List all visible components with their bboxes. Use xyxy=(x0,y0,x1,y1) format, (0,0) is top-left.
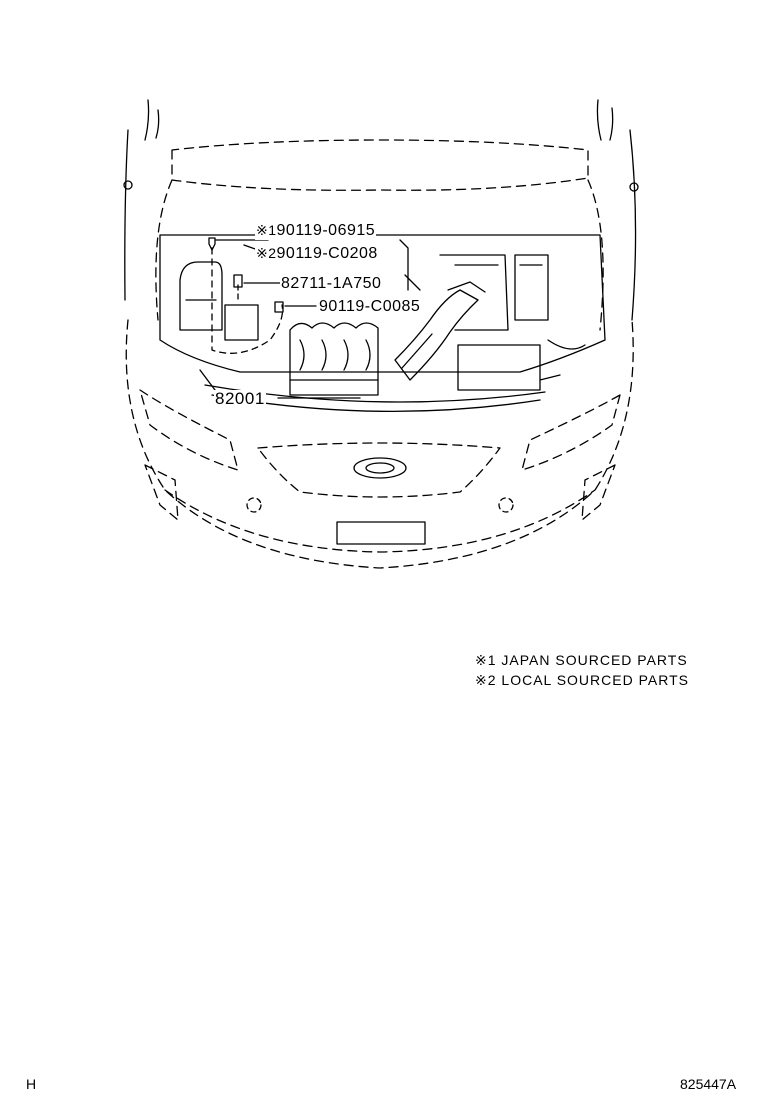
right-component xyxy=(514,254,549,321)
clip-icon xyxy=(274,301,284,313)
bolt-icon xyxy=(208,237,216,251)
right-fog-lamp xyxy=(581,464,616,521)
hood-edge-right xyxy=(587,179,604,331)
license-plate xyxy=(336,521,426,545)
callout-mark: ※2 xyxy=(256,245,277,261)
upper-grille xyxy=(257,442,501,498)
hood-outline xyxy=(171,139,589,191)
air-cleaner-box xyxy=(439,254,509,331)
air-intake-hose xyxy=(394,289,479,381)
callout-90119-06915: ※190119-06915 xyxy=(255,221,377,240)
intake-manifold xyxy=(289,322,379,396)
relay-box xyxy=(224,304,259,341)
right-headlamp xyxy=(521,394,621,471)
bumper-lower xyxy=(164,489,596,553)
left-mirror-mark xyxy=(123,180,133,190)
front-bumper xyxy=(125,319,634,569)
callout-90119-C0208: ※290119-C0208 xyxy=(255,244,379,263)
part-number: 90119-C0208 xyxy=(276,245,378,262)
hood-edge-left xyxy=(155,179,173,321)
note-local-sourced: ※2 LOCAL SOURCED PARTS xyxy=(475,672,689,688)
engine-bay-illustration xyxy=(123,99,639,569)
left-pillar-line-2 xyxy=(155,109,160,139)
engine-bay-rim xyxy=(159,234,606,373)
note-japan-sourced: ※1 JAPAN SOURCED PARTS xyxy=(475,652,688,668)
right-fender-outline xyxy=(629,129,637,321)
left-pillar-line xyxy=(144,99,150,141)
left-fender-outline xyxy=(124,129,129,301)
part-number: 90119-06915 xyxy=(276,222,376,239)
part-number: 82711-1A750 xyxy=(281,275,382,292)
illustration-code: 825447A xyxy=(680,1076,737,1092)
callout-90119-C0085: 90119-C0085 xyxy=(318,298,422,316)
part-number: 90119-C0085 xyxy=(319,298,421,315)
callout-82001: 82001 xyxy=(214,390,266,408)
right-pillar-line-2 xyxy=(609,107,614,141)
clamp-icon xyxy=(233,274,243,288)
note-mark: ※1 xyxy=(475,652,497,668)
note-mark: ※2 xyxy=(475,672,497,688)
right-mirror-mark xyxy=(629,182,639,192)
footer-left-code: H xyxy=(26,1076,37,1092)
emblem xyxy=(353,457,407,479)
note-text: JAPAN SOURCED PARTS xyxy=(501,652,688,668)
part-number: 82001 xyxy=(215,389,265,408)
callout-82711-1A750: 82711-1A750 xyxy=(280,275,383,293)
left-fog-lamp xyxy=(144,464,179,521)
callout-mark: ※1 xyxy=(256,222,277,238)
right-pillar-line xyxy=(596,99,602,141)
wire-harness xyxy=(211,247,284,354)
note-text: LOCAL SOURCED PARTS xyxy=(501,672,689,688)
reservoir-tank xyxy=(179,261,223,331)
